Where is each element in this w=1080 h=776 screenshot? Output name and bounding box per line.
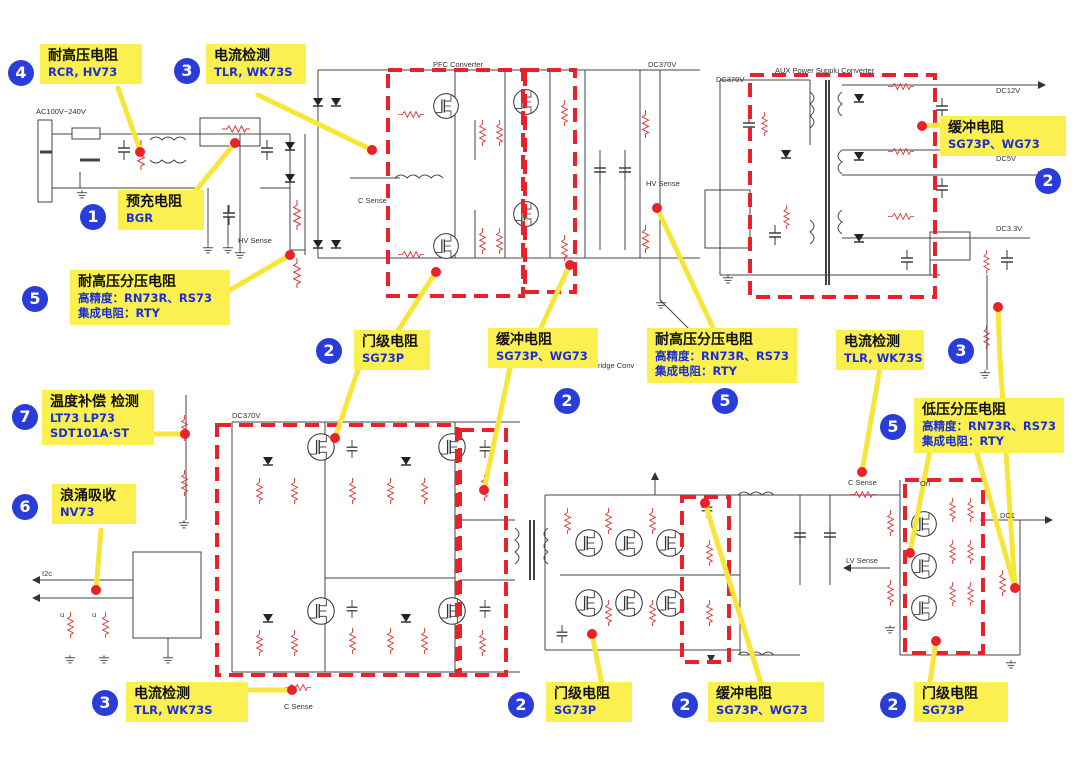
badge-3: 3 [92,690,118,716]
badge-3: 3 [174,58,200,84]
callout-part: LT73 LP73 [50,411,116,425]
callout-snubber-resistor-pfc: 缓冲电阻 SG73P、WG73 [488,328,598,368]
callout-title: 缓冲电阻 [716,686,772,702]
callout-part: TLR, WK73S [134,703,213,717]
callout-title: 门级电阻 [554,686,610,702]
aux-section [704,79,1030,285]
c-sense-bottom-label: C Sense [284,702,313,711]
callout-part: SG73P、WG73 [948,137,1040,151]
callout-part: 高精度：RN73R、RS73 [78,291,212,305]
callout-title: 浪涌吸收 [60,488,116,504]
callout-part: RCR, HV73 [48,65,118,79]
callout-gate-resistor-sync: 门级电阻 SG73P [546,682,632,722]
callout-surge-absorb: 浪涌吸收 NV73 [52,484,136,524]
callout-title: 缓冲电阻 [948,120,1004,136]
callout-current-sense-right: 电流检测 TLR, WK73S [836,330,924,370]
callout-gate-resistor-output: 门级电阻 SG73P [914,682,1008,722]
dc370-bottom-label: DC370V [232,411,261,420]
bridge-conv-label: ridge Conv [598,361,635,370]
callout-snubber-resistor-sync: 缓冲电阻 SG73P、WG73 [708,682,824,722]
badge-4: 4 [8,60,34,86]
dc5-label: DC5V [996,154,1017,163]
callout-part: SG73P [362,351,405,365]
marker-dots [91,121,1020,695]
callout-title: 门级电阻 [922,686,978,702]
callout-title: 耐高压分压电阻 [655,332,753,348]
c-sense-right-label: C Sense [848,478,877,487]
callout-hv-divider-resistor-2: 耐高压分压电阻 高精度：RN73R、RS73 集成电阻：RTY [647,328,797,383]
callout-precharge-resistor: 预充电阻 BGR [118,190,204,230]
callout-part: TLR, WK73S [214,65,293,79]
callout-gate-resistor-pfc: 门级电阻 SG73P [354,330,430,370]
callout-part: 高精度：RN73R、RS73 [922,419,1056,433]
callout-part: 集成电阻：RTY [922,434,1005,448]
ori-label: Ori [920,479,930,488]
dc33-label: DC3.3V [996,224,1023,233]
callout-title: 电流检测 [214,48,270,64]
callout-part: TLR, WK73S [844,351,923,365]
callout-high-voltage-resistor: 耐高压电阻 RCR, HV73 [40,44,142,84]
badge-2: 2 [554,388,580,414]
callout-current-sense-bottom: 电流检测 TLR, WK73S [126,682,248,722]
badge-6: 6 [12,494,38,520]
dc370-aux-label: DC370V [716,75,745,84]
badge-2: 2 [672,692,698,718]
callout-part: SG73P、WG73 [716,703,808,717]
i2c-label: I2c [42,569,53,578]
callout-current-sense: 电流检测 TLR, WK73S [206,44,306,84]
callout-title: 低压分压电阻 [922,402,1006,418]
sync-rect-section [544,475,1040,656]
badge-2: 2 [508,692,534,718]
callout-snubber-resistor-aux: 缓冲电阻 SG73P、WG73 [940,116,1066,156]
badge-2: 2 [880,692,906,718]
pfc-label: PFC Converter [433,60,484,69]
badge-5: 5 [880,414,906,440]
callout-title: 电流检测 [844,334,900,350]
callout-title: 电流检测 [134,686,190,702]
dc12-label: DC12V [996,86,1021,95]
c-sense-label: C Sense [358,196,387,205]
callout-title: 缓冲电阻 [496,332,552,348]
pointer-lines [93,85,1018,693]
callout-temperature-sense: 温度补偿 检测 LT73 LP73 SDT101A·ST [42,390,154,445]
callout-part: SG73P [554,703,597,717]
aux-label: AUX Power Supplu Converter [775,66,875,75]
callout-part: SG73P、WG73 [496,349,588,363]
callout-part: SDT101A·ST [50,426,130,440]
badge-5: 5 [22,286,48,312]
callout-part: SG73P [922,703,965,717]
u-label-1: u [60,610,65,619]
badge-2: 2 [1035,168,1061,194]
callout-title: 耐高压电阻 [48,48,118,64]
lv-sense-label: LV Sense [846,556,878,565]
callout-hv-divider-resistor: 耐高压分压电阻 高精度：RN73R、RS73 集成电阻：RTY [70,270,230,325]
callout-part: 集成电阻：RTY [655,364,738,378]
hv-sense-label-1: HV Sense [238,236,272,245]
callout-title: 预充电阻 [126,194,182,210]
callout-part: 集成电阻：RTY [78,306,161,320]
callout-title: 温度补偿 检测 [50,394,139,410]
callout-title: 耐高压分压电阻 [78,274,176,290]
hv-sense-label-2: HV Sense [646,179,680,188]
badge-3: 3 [948,338,974,364]
callout-part: NV73 [60,505,95,519]
callout-part: BGR [126,211,154,225]
badge-7: 7 [12,404,38,430]
u-label-2: u [92,610,97,619]
ac-input-label: AC100V~240V [36,107,86,116]
callout-part: 高精度：RN73R、RS73 [655,349,789,363]
dc370-top-label: DC370V [648,60,677,69]
callout-lv-divider-resistor: 低压分压电阻 高精度：RN73R、RS73 集成电阻：RTY [914,398,1064,453]
badge-5: 5 [712,388,738,414]
badge-2: 2 [316,338,342,364]
dc1-label: DC1 [1000,511,1016,520]
callout-title: 门级电阻 [362,334,418,350]
badge-1: 1 [80,204,106,230]
